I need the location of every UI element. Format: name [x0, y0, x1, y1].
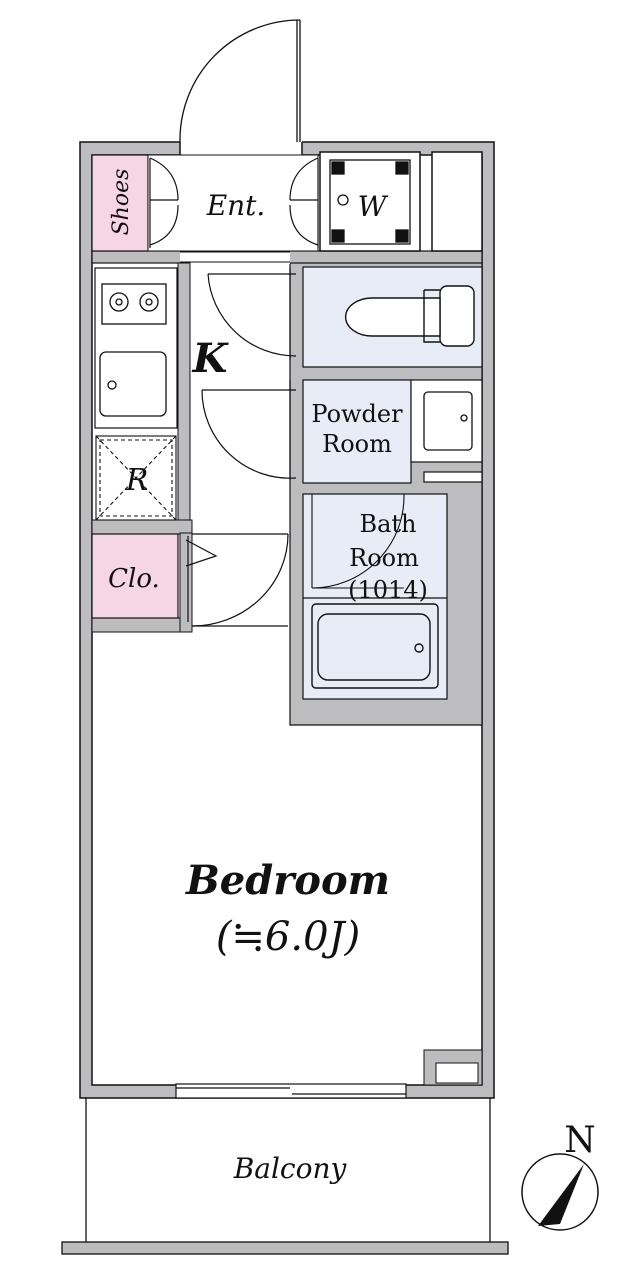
closet-label: Clo. — [108, 564, 160, 594]
powder-door[interactable] — [201, 380, 297, 480]
washbasin-icon — [423, 391, 473, 451]
kitchen-label: K — [192, 335, 230, 382]
powder-room — [302, 379, 412, 484]
entrance-door[interactable] — [179, 19, 301, 143]
bedroom-notch-box — [435, 1062, 479, 1084]
bath-room-label-line2: Room — [349, 544, 419, 572]
kitchen-counter — [94, 267, 178, 429]
toilet-door[interactable] — [207, 268, 297, 360]
bedroom-label: Bedroom — [185, 857, 390, 904]
powder-room-label-line1: Powder — [311, 400, 403, 428]
stove-icon — [101, 283, 167, 325]
shoes-label: Shoes — [109, 169, 134, 236]
shoe-closet-doors — [149, 157, 319, 248]
bath-door[interactable] — [311, 493, 405, 589]
refrigerator-space — [95, 435, 177, 521]
toilet-icon — [344, 285, 475, 347]
washer-label: W — [358, 190, 389, 223]
entrance-area — [147, 154, 319, 252]
storage-box — [431, 151, 483, 252]
balcony — [61, 1098, 509, 1255]
powder-room-label-line2: Room — [322, 430, 392, 458]
vanity-area — [410, 379, 483, 463]
entrance-label: Ent. — [206, 189, 266, 222]
washer-icon — [329, 159, 411, 245]
north-label: N — [564, 1120, 596, 1161]
refrigerator-label: R — [125, 463, 149, 498]
north-compass-icon: N — [521, 1120, 599, 1231]
bedroom-window — [175, 1083, 407, 1099]
kitchen-sink-icon — [99, 351, 167, 417]
bath-size-label: (1014) — [348, 576, 428, 604]
bath-room — [302, 493, 448, 700]
closet — [91, 533, 179, 619]
vanity-shelf — [423, 471, 483, 483]
bathtub-icon — [311, 603, 439, 689]
shoes-closet — [91, 154, 149, 252]
bath-room-label-line1: Bath — [359, 510, 416, 538]
kitchen-wall — [177, 262, 191, 534]
bedroom-size-label: (≒6.0J) — [216, 914, 360, 960]
balcony-label: Balcony — [233, 1152, 348, 1185]
closet-door[interactable] — [185, 533, 289, 627]
